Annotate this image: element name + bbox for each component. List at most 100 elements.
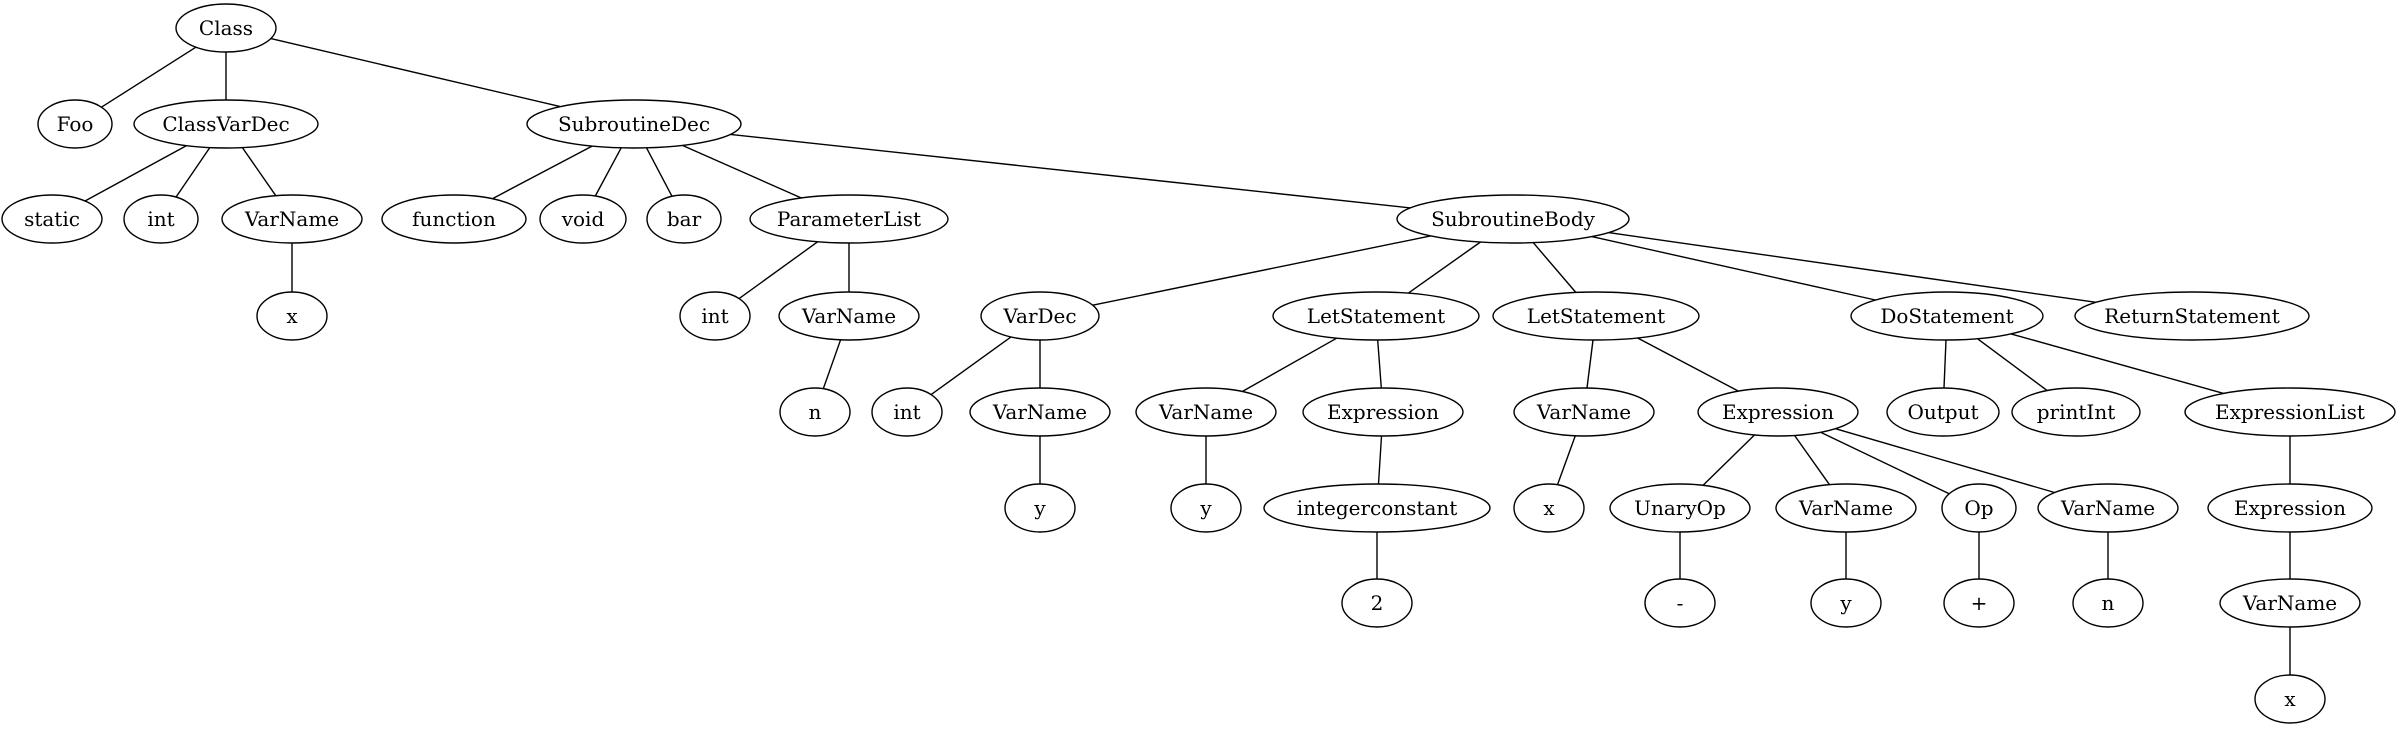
tree-node: SubroutineDec [526, 99, 742, 149]
edge-n8-n11 [645, 147, 673, 197]
node-ellipse [2219, 578, 2361, 628]
node-label: LetStatement [1307, 304, 1445, 328]
tree-node: n [779, 387, 851, 437]
node-ellipse [1513, 387, 1655, 437]
node-label: SubroutineDec [558, 112, 710, 136]
node-ellipse [1513, 483, 1585, 533]
node-label: integerconstant [1297, 496, 1458, 520]
edge-n3-n4 [84, 145, 187, 202]
tree-node: x [1513, 483, 1585, 533]
node-label: Output [1907, 400, 1978, 424]
edge-n30-n31 [1702, 434, 1756, 486]
tree-node: x [256, 291, 328, 341]
tree-node: printInt [2011, 387, 2141, 437]
node-label: static [24, 207, 80, 231]
tree-node: int [871, 387, 943, 437]
edge-n8-n10 [594, 147, 622, 197]
node-ellipse [526, 99, 742, 149]
node-label: x [2284, 687, 2296, 711]
node-label: function [412, 207, 496, 231]
tree-node: LetStatement [1272, 291, 1480, 341]
tree-node: VarName [969, 387, 1111, 437]
node-label: Expression [1722, 400, 1834, 424]
edge-n8-n12 [682, 144, 802, 199]
node-ellipse [1850, 291, 2044, 341]
edge-n39-n41 [1977, 338, 2048, 392]
node-ellipse [2254, 674, 2326, 724]
node-label: VarName [992, 400, 1087, 424]
node-ellipse [1775, 483, 1917, 533]
tree-node: VarName [1135, 387, 1277, 437]
tree-node: LetStatement [1492, 291, 1700, 341]
node-ellipse [1943, 578, 2015, 628]
node-ellipse [539, 194, 627, 244]
edge-n30-n33 [1794, 435, 1831, 486]
node-label: ClassVarDec [162, 112, 289, 136]
node-label: VarName [1798, 496, 1893, 520]
tree-node: n [2072, 578, 2144, 628]
node-ellipse [646, 194, 722, 244]
node-label: ExpressionList [2215, 400, 2365, 424]
node-ellipse [1004, 483, 1076, 533]
node-label: y [1839, 591, 1852, 615]
tree-node: 2 [1341, 578, 1413, 628]
node-ellipse [1302, 387, 1464, 437]
edge-n16-n17 [1092, 235, 1431, 306]
node-ellipse [1609, 483, 1751, 533]
node-ellipse [123, 194, 199, 244]
node-ellipse [2072, 578, 2144, 628]
tree-node: int [679, 291, 751, 341]
node-ellipse [749, 194, 949, 244]
tree-node: integerconstant [1263, 483, 1491, 533]
node-ellipse [1, 194, 103, 244]
edge-n17-n18 [930, 336, 1012, 396]
node-label: ReturnStatement [2104, 304, 2280, 328]
node-ellipse [2037, 483, 2179, 533]
node-ellipse [221, 194, 363, 244]
node-ellipse [2011, 387, 2141, 437]
tree-node: UnaryOp [1609, 483, 1751, 533]
node-label: VarDec [1002, 304, 1076, 328]
node-label: n [809, 400, 822, 424]
node-label: Class [199, 16, 253, 40]
tree-node: SubroutineBody [1396, 194, 1630, 244]
tree-node: void [539, 194, 627, 244]
tree-node: VarDec [980, 291, 1100, 341]
node-label: int [147, 207, 174, 231]
node-ellipse [871, 387, 943, 437]
edge-n21-n22 [1241, 337, 1338, 393]
node-ellipse [1263, 483, 1491, 533]
node-ellipse [1941, 483, 2017, 533]
tree-node: VarName [1513, 387, 1655, 437]
node-label: int [701, 304, 728, 328]
edge-n27-n30 [1637, 337, 1739, 392]
node-label: x [286, 304, 298, 328]
node-label: printInt [2037, 400, 2116, 424]
node-ellipse [1396, 194, 1630, 244]
tree-node: ReturnStatement [2074, 291, 2310, 341]
tree-node: VarName [2219, 578, 2361, 628]
edge-n16-n46 [1608, 231, 2097, 303]
edge-n39-n40 [1943, 339, 1947, 389]
node-ellipse [2207, 483, 2373, 533]
tree-node: Expression [1697, 387, 1859, 437]
edge-n3-n5 [175, 147, 211, 198]
edge-n30-n35 [1820, 431, 1950, 495]
node-ellipse [1697, 387, 1859, 437]
edge-n8-n16 [730, 133, 1411, 209]
node-ellipse [1644, 578, 1716, 628]
tree-node: Op [1941, 483, 2017, 533]
node-ellipse [256, 291, 328, 341]
edge-n16-n21 [1407, 241, 1481, 294]
tree-node: DoStatement [1850, 291, 2044, 341]
tree-node: ClassVarDec [133, 99, 319, 149]
edge-n1-n2 [101, 46, 197, 108]
tree-node: Expression [1302, 387, 1464, 437]
tree-node: ParameterList [749, 194, 949, 244]
node-label: + [1971, 591, 1988, 615]
edge-n3-n6 [241, 147, 277, 197]
edge-n1-n8 [270, 37, 561, 108]
node-ellipse [175, 3, 277, 53]
